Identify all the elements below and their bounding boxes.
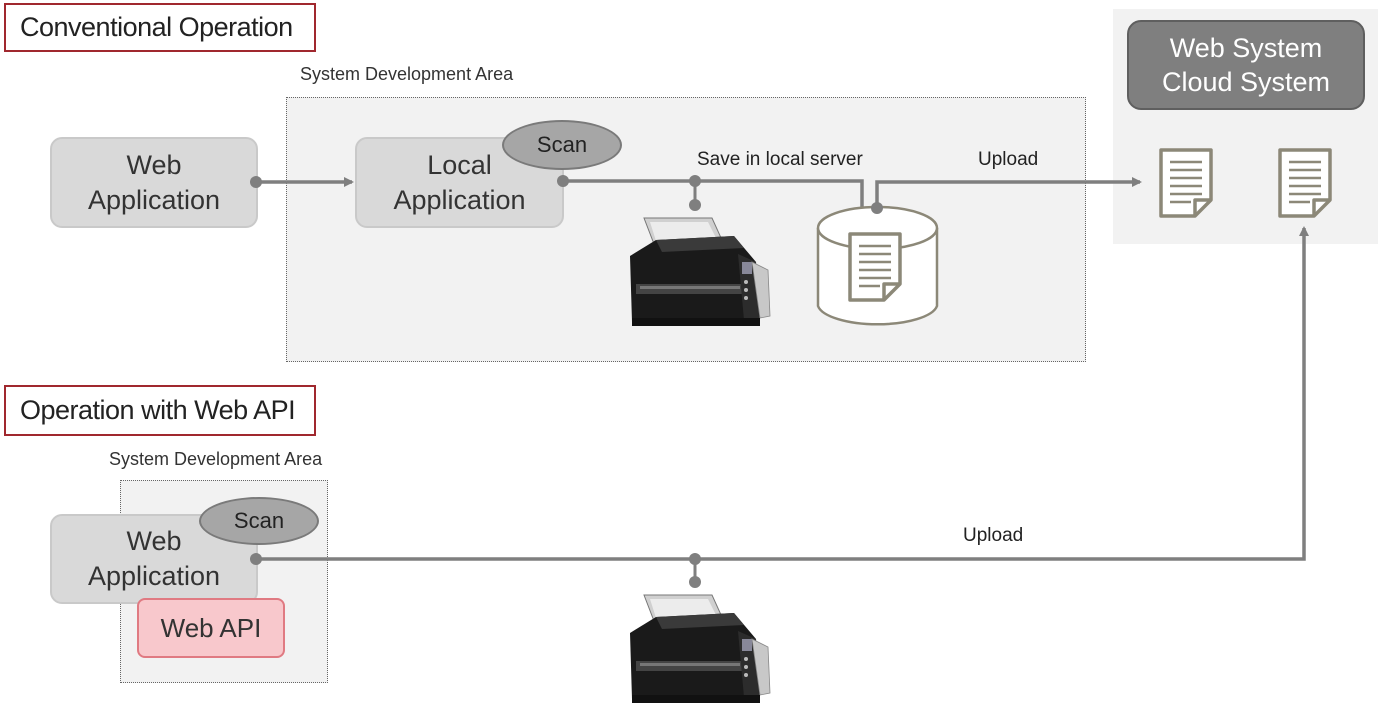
cloud-title-line1: Web System bbox=[1169, 33, 1323, 63]
webapi-upload-arrow bbox=[256, 226, 1309, 561]
webapi-area-label: System Development Area bbox=[109, 449, 323, 469]
web-api-label: Web API bbox=[160, 612, 262, 643]
conventional-area-label: System Development Area bbox=[300, 64, 514, 84]
local-app-label-line1: Local bbox=[427, 149, 492, 180]
webapi-web-application: Web Application bbox=[50, 514, 258, 604]
webapi-scan-bubble: Scan bbox=[199, 497, 319, 545]
server-connector-dot bbox=[871, 202, 883, 214]
server-to-cloud-arrow bbox=[875, 177, 1142, 208]
webapi-web-app-label-line1: Web bbox=[126, 526, 182, 556]
webapi-scanner-tap-dot-top bbox=[689, 553, 701, 565]
webapi-upload-label: Upload bbox=[963, 525, 1024, 546]
webapi-web-app-label-line2: Application bbox=[87, 561, 221, 591]
conventional-scanner-tap-dot-bottom bbox=[689, 199, 701, 211]
web-app-label-line1: Web bbox=[126, 149, 182, 180]
webapi-operation-title-text: Operation with Web API bbox=[20, 395, 296, 425]
save-local-server-label: Save in local server bbox=[697, 149, 863, 170]
conventional-scanner-icon bbox=[629, 217, 771, 327]
localapp-connector-dot bbox=[557, 175, 569, 187]
server-document-icon bbox=[848, 232, 902, 302]
webapi-scanner-tap-dot-bottom bbox=[689, 576, 701, 588]
web-app-label-line2: Application bbox=[87, 184, 221, 215]
webapi-webapp-connector-dot bbox=[250, 553, 262, 565]
conventional-operation-title-text: Conventional Operation bbox=[20, 12, 293, 42]
cloud-title-line2: Cloud System bbox=[1161, 67, 1331, 97]
cloud-document-icon-1 bbox=[1159, 148, 1213, 218]
local-app-label-line2: Application bbox=[393, 184, 526, 215]
localapp-to-server-arrow bbox=[563, 179, 867, 218]
webapi-scan-label: Scan bbox=[233, 508, 285, 533]
cloud-system-title: Web System Cloud System bbox=[1127, 20, 1365, 110]
conventional-upload-label: Upload bbox=[978, 149, 1039, 170]
webapp-connector-dot bbox=[250, 176, 262, 188]
conventional-scan-label: Scan bbox=[536, 132, 588, 157]
conventional-operation-title: Conventional Operation bbox=[4, 3, 316, 52]
webapi-scanner-icon bbox=[629, 594, 771, 704]
web-api-box: Web API bbox=[137, 598, 285, 658]
webapi-operation-title: Operation with Web API bbox=[4, 385, 316, 436]
conventional-scan-bubble: Scan bbox=[502, 120, 622, 170]
cloud-document-icon-2 bbox=[1278, 148, 1332, 218]
conventional-scanner-tap-dot-top bbox=[689, 175, 701, 187]
